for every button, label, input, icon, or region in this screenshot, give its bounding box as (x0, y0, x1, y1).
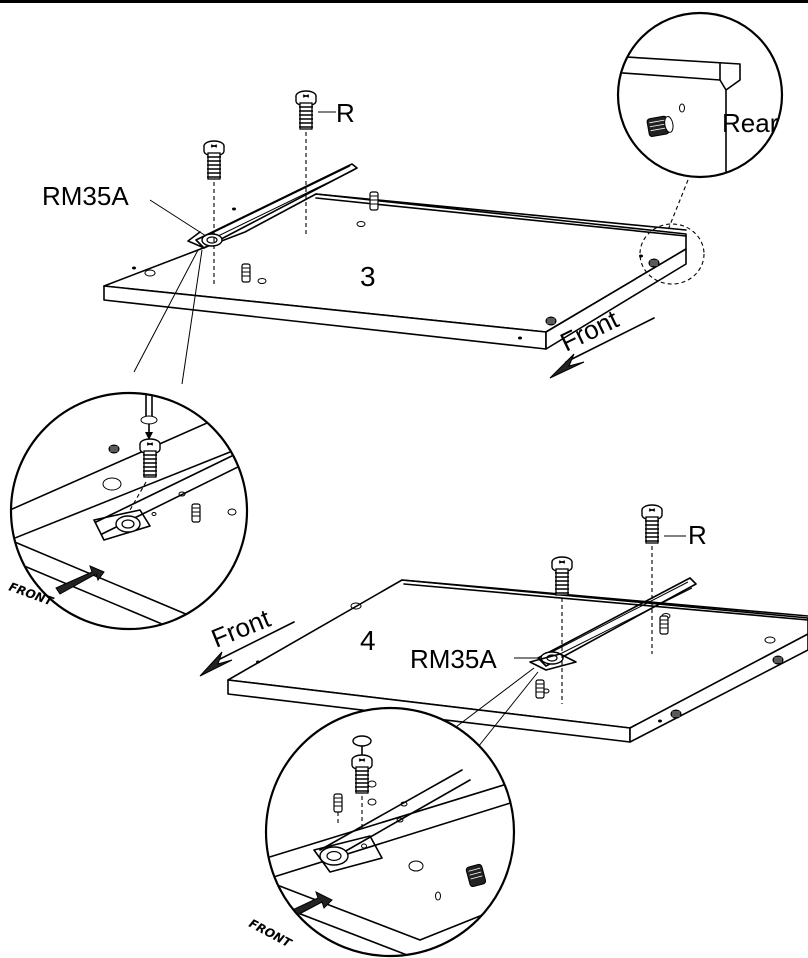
step-3-front-arrow (549, 317, 655, 379)
step-3-rear-leader (667, 179, 689, 231)
step-4-screw-label: R (688, 520, 707, 550)
step-3-rear-detail (616, 11, 784, 179)
step-3-board (103, 193, 687, 350)
step-4-drawer-runner (529, 577, 697, 671)
step-4-zoom-callout (443, 667, 539, 753)
step-3-rear-label: Rear (722, 108, 779, 138)
step-4-front-label: Front (207, 603, 275, 654)
step-3-screws (203, 90, 379, 284)
step-3-screw-label: R (336, 98, 355, 128)
step-4-zoom-detail (264, 706, 516, 958)
step-3-number: 3 (360, 261, 376, 292)
step-3-part-leader (149, 199, 207, 237)
step-3-rear-callout (639, 223, 705, 285)
step-4-screws (535, 504, 669, 704)
step-3-zoom-detail (9, 391, 249, 631)
step-4-number: 4 (360, 625, 376, 656)
step-3-drawer-runner (187, 163, 358, 249)
step-3-part-label: RM35A (42, 181, 129, 211)
step-4-board (227, 579, 808, 743)
step-4-front-stamp: FRONT (247, 916, 295, 950)
step-4-part-label: RM35A (410, 644, 497, 674)
step-4-front-arrow (199, 621, 295, 677)
step-3-zoom-callout (133, 249, 203, 385)
